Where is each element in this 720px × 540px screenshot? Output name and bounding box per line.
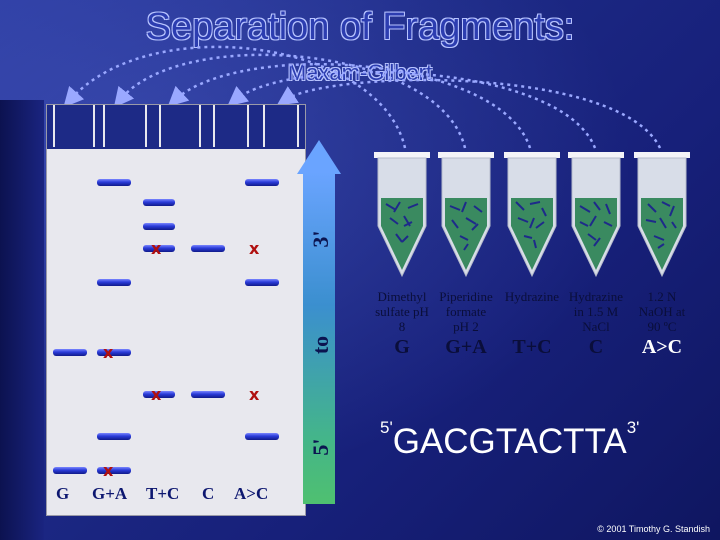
cleavage-mark: x xyxy=(151,387,161,403)
reagent-line: Hydrazine xyxy=(561,289,631,304)
reagent-label-a-c: 1.2 N NaOH at 90 ºC xyxy=(627,289,697,334)
reagent-line: sulfate pH xyxy=(367,304,437,319)
gel-band xyxy=(245,433,279,440)
direction-arrowhead xyxy=(297,140,341,174)
well-opening xyxy=(215,105,247,147)
reagent-line: 90 ºC xyxy=(627,319,697,334)
gel-band xyxy=(143,199,175,206)
gel-band xyxy=(143,223,175,230)
lane-label-t-c: T+C xyxy=(146,484,179,504)
reagent-label-g: Dimethyl sulfate pH 8 xyxy=(367,289,437,334)
cleavage-mark: x xyxy=(103,463,113,479)
well-opening xyxy=(105,105,145,147)
direction-label-3-prime: 3' xyxy=(308,224,334,254)
reaction-tube-c xyxy=(568,152,624,280)
cleavage-mark: x xyxy=(103,345,113,361)
gel-notch xyxy=(95,105,103,149)
reagent-line: pH 2 xyxy=(431,319,501,334)
well-base xyxy=(47,147,305,149)
gel-band xyxy=(191,245,225,252)
three-prime-label: 3' xyxy=(627,418,640,437)
lane-label-c: C xyxy=(202,484,214,504)
gel-band xyxy=(245,179,279,186)
arrow-a-c xyxy=(285,80,660,148)
gel-band xyxy=(97,433,131,440)
lane-label-g-a: G+A xyxy=(92,484,127,504)
gel-notch xyxy=(147,105,159,149)
gel-notch xyxy=(201,105,213,149)
five-prime-label: 5' xyxy=(380,418,393,437)
reagent-line: Dimethyl xyxy=(367,289,437,304)
sequence-bases: GACGTACTTA xyxy=(393,422,627,461)
reagent-label-t-c: Hydrazine xyxy=(497,289,567,304)
lane-label-g: G xyxy=(56,484,69,504)
gel-notch xyxy=(249,105,263,149)
gel-band xyxy=(53,349,87,356)
copyright-notice: © 2001 Timothy G. Standish xyxy=(597,524,710,534)
reagent-line: Hydrazine xyxy=(497,289,567,304)
reagent-line: NaOH at xyxy=(627,304,697,319)
well-opening xyxy=(55,105,93,147)
cleavage-mark: x xyxy=(249,387,259,403)
direction-label-5-prime: 5' xyxy=(308,432,334,462)
base-label-g-a: G+A xyxy=(431,336,501,359)
gel-lane-labels: G G+A T+C C A>C xyxy=(52,484,302,508)
reagent-line: Piperidine xyxy=(431,289,501,304)
reagent-line: 1.2 N xyxy=(627,289,697,304)
reagent-line: 8 xyxy=(367,319,437,334)
gel-band xyxy=(53,467,87,474)
gel-band xyxy=(97,279,131,286)
base-label-c: C xyxy=(561,336,631,359)
dna-sequence: 5'GACGTACTTA3' xyxy=(380,418,639,462)
reagent-label-g-a: Piperidine formate pH 2 xyxy=(431,289,501,334)
base-label-g: G xyxy=(367,336,437,359)
reagent-line: formate xyxy=(431,304,501,319)
reaction-tube-g-a xyxy=(438,152,494,280)
gel-band xyxy=(245,279,279,286)
well-opening xyxy=(161,105,199,147)
cleavage-mark: x xyxy=(151,241,161,257)
lane-label-a-c: A>C xyxy=(234,484,268,504)
cleavage-mark: x xyxy=(249,241,259,257)
direction-label-to: to xyxy=(308,330,334,360)
reaction-tube-t-c xyxy=(504,152,560,280)
well-opening xyxy=(265,105,297,147)
base-label-a-c: A>C xyxy=(627,336,697,359)
gel-band xyxy=(191,391,225,398)
reagent-label-c: Hydrazine in 1.5 M NaCl xyxy=(561,289,631,334)
reaction-tube-a-c xyxy=(634,152,690,280)
sequencing-gel: x x x x x x xyxy=(46,104,306,516)
base-label-t-c: T+C xyxy=(497,336,567,359)
gel-band xyxy=(97,179,131,186)
reaction-tube-g xyxy=(374,152,430,280)
reagent-line: in 1.5 M xyxy=(561,304,631,319)
reagent-line: NaCl xyxy=(561,319,631,334)
